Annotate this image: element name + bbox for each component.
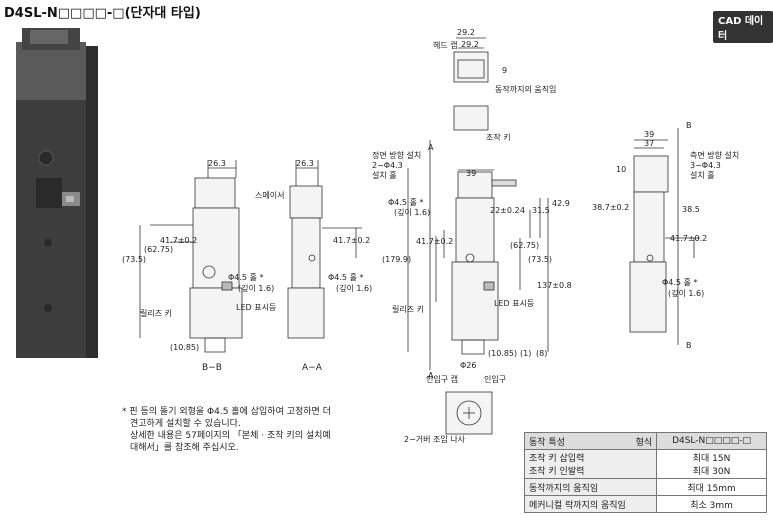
label-head-cap: 헤드 캡 (433, 40, 458, 50)
dim-62-75b: (62.75) (510, 241, 539, 250)
dim-22: 22±0.2 (490, 206, 520, 215)
header-model: D4SL-N□□□□-□ (656, 432, 767, 450)
label-led-2: LED 표시등 (494, 299, 534, 308)
row-value: 최대 15mm (656, 478, 767, 496)
row-label: 메커니컬 락까지의 움직임 (523, 495, 658, 513)
label-depth-b: (깊이 1.6) (336, 283, 372, 293)
dim-29-2b: 29.2 (461, 40, 479, 49)
label-a-bottom: A (428, 371, 434, 380)
dim-29-2a: 29.2 (457, 28, 475, 37)
label-operation-key: 조작 키 (486, 132, 511, 142)
label-b-bottom: B (686, 341, 692, 350)
dim-41-7d: 41.7±0.2 (670, 234, 707, 243)
dim-10-85b: (10.85) (488, 349, 517, 358)
page-title: D4SL-N□□□□-□(단자대 타입) (4, 6, 201, 21)
label-depth-a: (깊이 1.6) (238, 283, 274, 293)
dim-39: 39 (466, 169, 476, 178)
note-line: * 핀 등의 돌기 외형을 Φ4.5 홀에 삽입하여 고정하면 더 (122, 407, 331, 417)
label-hole-c: Φ4.5 홀 * (388, 197, 423, 207)
cad-data-badge[interactable]: CAD 데이터 (713, 11, 773, 43)
dim-137: 137±0.8 (537, 281, 572, 290)
note-line: 견고하게 설치할 수 있습니다. (130, 419, 241, 429)
installation-note: * 핀 등의 돌기 외형을 Φ4.5 홀에 삽입하여 고정하면 더 견고하게 설… (122, 406, 382, 454)
dim-26: Φ26 (460, 361, 476, 370)
note-line: 대해서」를 참조해 주십시오. (130, 443, 239, 453)
row-label: 조작 키 인발력 (529, 467, 585, 477)
label-side-mount: 측면 방향 설치 (690, 150, 739, 160)
label-section-aa: A−A (302, 363, 323, 373)
dim-41-7c: 41.7±0.2 (416, 237, 453, 246)
label-hole-b: Φ4.5 홀 * (328, 272, 363, 282)
label-hole-d: Φ4.5 홀 * (662, 277, 697, 287)
header-characteristic: 동작 특성 형식 (523, 432, 658, 450)
dim-62-75a: (62.75) (144, 245, 173, 254)
row-label: 조작 키 삽입력 (529, 454, 585, 464)
dim-73-5b: (73.5) (528, 255, 552, 264)
label-inlet: 인입구 (484, 374, 506, 384)
dim-10: 10 (616, 165, 626, 174)
label-screw: 2−거버 조임 나사 (404, 434, 466, 444)
row-label: 동작까지의 움직임 (523, 478, 658, 496)
label-depth-d: (깊이 1.6) (668, 288, 704, 298)
dim-41-7b: 41.7±0.2 (333, 236, 370, 245)
dim-37: 37 (644, 139, 654, 148)
label-inlet-cap: 인입구 캡 (426, 374, 458, 384)
dim-41-7a: 41.7±0.2 (160, 236, 197, 245)
dim-4: 4 (520, 206, 525, 215)
dim-73-5a: (73.5) (122, 255, 146, 264)
dim-31-5: 31.5 (532, 206, 550, 215)
label-front-hole: 2−Φ4.3 (372, 161, 403, 170)
label-side-hole2: 설치 홀 (690, 170, 715, 180)
dim-10-85a: (10.85) (170, 343, 199, 352)
label-depth-c: (깊이 1.6) (394, 207, 430, 217)
row-value: 최대 30N (692, 467, 731, 477)
label-a-top: A (428, 143, 434, 152)
dim-26-3a: 26.3 (208, 159, 226, 168)
label-front-mount: 정면 방향 설치 (372, 150, 421, 160)
spec-table: 동작 특성 형식 D4SL-N□□□□-□ 조작 키 삽입력 조작 키 인발력 … (523, 432, 767, 513)
label-release-key-1: 릴리즈 키 (140, 309, 172, 318)
label-section-bb: B−B (202, 363, 222, 373)
label-b-top: B (686, 121, 692, 130)
table-row: 메커니컬 락까지의 움직임 최소 3mm (523, 495, 767, 513)
dim-179-9: (179.9) (382, 255, 411, 264)
dim-9: 9 (502, 66, 507, 75)
table-header-row: 동작 특성 형식 D4SL-N□□□□-□ (523, 432, 767, 450)
dim-38-5: 38.5 (682, 205, 700, 214)
dim-1: (1) (520, 349, 531, 358)
row-value: 최소 3mm (656, 495, 767, 513)
row-value: 최대 15N (692, 454, 731, 464)
table-row: 조작 키 삽입력 조작 키 인발력 최대 15N 최대 30N (523, 449, 767, 479)
table-row: 동작까지의 움직임 최대 15mm (523, 478, 767, 496)
dim-42-9: 42.9 (552, 199, 570, 208)
label-led-1: LED 표시등 (236, 303, 276, 312)
label-front-hole2: 설치 홀 (372, 170, 397, 180)
dim-26-3b: 26.3 (296, 159, 314, 168)
dim-38-7: 38.7±0.2 (592, 203, 629, 212)
note-line: 상세한 내용은 57페이지의 「본체 · 조작 키의 설치예 (130, 431, 331, 441)
dim-39b: 39 (644, 130, 654, 139)
label-spacer: 스페이서 (255, 190, 284, 200)
label-side-hole: 3−Φ4.3 (690, 161, 721, 170)
label-release-key-2: 릴리즈 키 (392, 305, 424, 314)
product-photo (16, 28, 98, 358)
label-hole-a: Φ4.5 홀 * (228, 272, 263, 282)
label-operation-travel: 동작까지의 움직임 (495, 84, 556, 94)
dim-8: (8) (536, 349, 547, 358)
